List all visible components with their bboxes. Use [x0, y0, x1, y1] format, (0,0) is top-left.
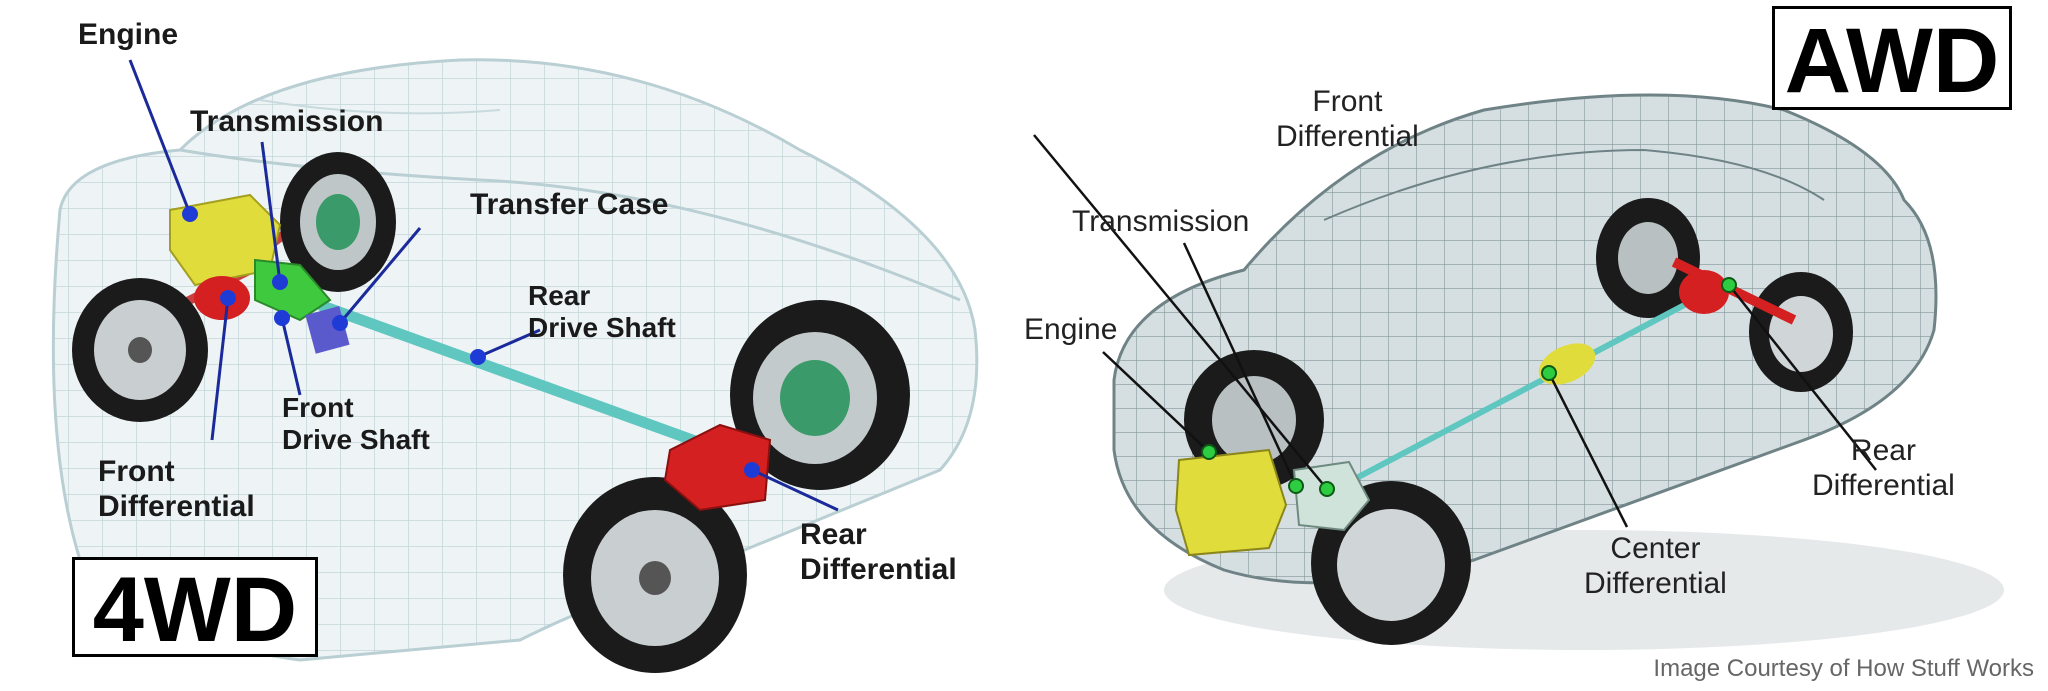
label-transmission-4wd: Transmission — [190, 105, 384, 138]
transmission-marker — [1288, 478, 1304, 494]
engine-marker — [182, 206, 198, 222]
rear-differential-part — [1679, 270, 1729, 314]
engine-marker — [1201, 444, 1217, 460]
transmission-block — [1292, 460, 1371, 532]
label-transfer-case-4wd: Transfer Case — [470, 188, 669, 221]
badge-4wd: 4WD — [72, 557, 318, 657]
label-front-drive-shaft-4wd: Front Drive Shaft — [282, 392, 430, 456]
rear-drive-shaft-marker — [470, 349, 486, 365]
label-transmission-awd: Transmission — [1072, 205, 1250, 238]
label-front-differential-4wd: Front Differential — [98, 455, 255, 523]
car-4wd-illustration — [51, 58, 979, 673]
diagram-4wd: Engine Transmission Transfer Case Rear D… — [51, 18, 979, 673]
rear-differential-part — [663, 423, 772, 512]
wheel-rear-left — [563, 477, 747, 673]
label-rear-differential-awd: Rear Differential — [1812, 434, 1955, 502]
rear-drive-shaft — [318, 299, 722, 456]
rear-differential-marker — [1721, 277, 1737, 293]
front-differential-marker — [1319, 481, 1335, 497]
rear-differential-marker — [744, 462, 760, 478]
transmission-block — [254, 258, 332, 322]
label-engine-4wd: Engine — [78, 18, 179, 51]
wheel-rear-left — [1596, 198, 1700, 318]
transmission-marker — [272, 274, 288, 290]
label-rear-differential-4wd: Rear Differential — [800, 518, 957, 586]
front-differential-marker — [220, 290, 236, 306]
badge-awd: AWD — [1772, 6, 2012, 110]
engine-block — [1174, 448, 1288, 557]
wheel-front-right — [280, 152, 396, 292]
image-credit: Image Courtesy of How Stuff Works — [1653, 655, 2034, 682]
wheel-front-left — [72, 278, 208, 422]
center-differential-marker — [1541, 365, 1557, 381]
drive-shaft — [1328, 289, 1711, 495]
diagram-awd: Front Differential Transmission Engine R… — [1024, 0, 2048, 691]
car-awd-illustration — [1033, 93, 2004, 650]
label-center-differential-awd: Center Differential — [1584, 532, 1727, 600]
wheel-rear-right — [730, 300, 910, 490]
front-drive-shaft-marker — [274, 310, 290, 326]
label-front-differential-awd: Front Differential — [1276, 85, 1419, 153]
transfer-case-marker — [332, 315, 348, 331]
label-engine-awd: Engine — [1024, 313, 1118, 346]
label-rear-drive-shaft-4wd: Rear Drive Shaft — [528, 280, 676, 344]
